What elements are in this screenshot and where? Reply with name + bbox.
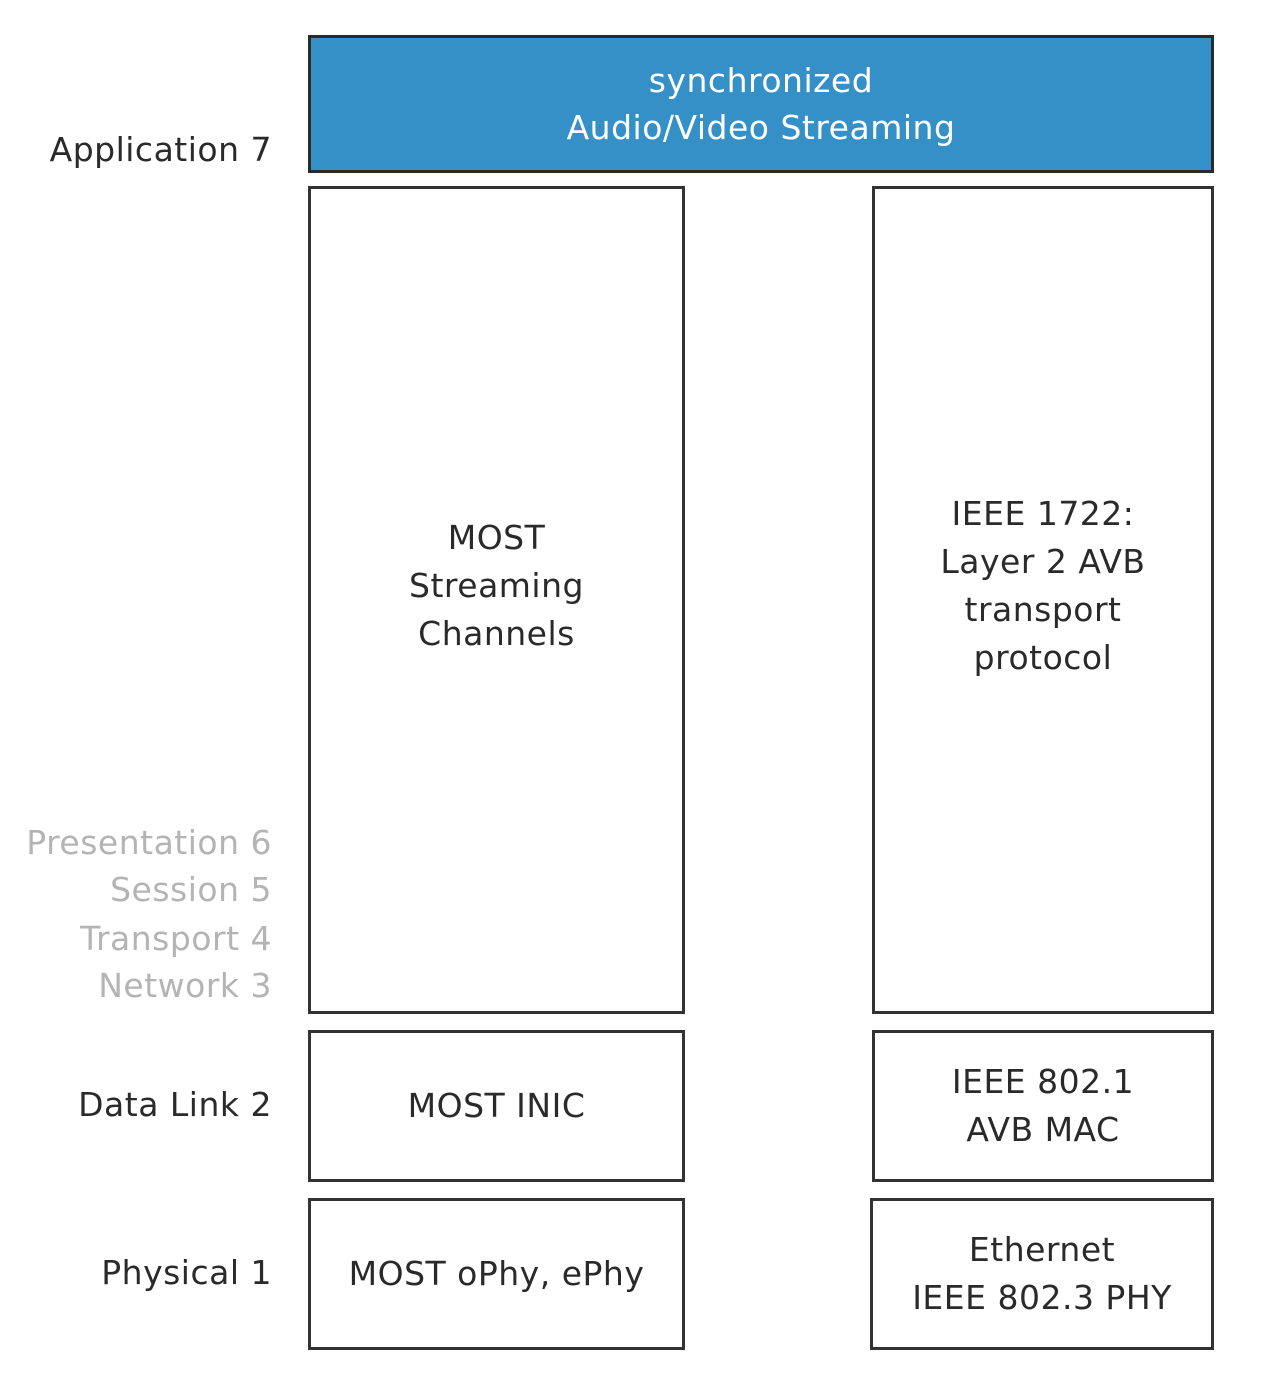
layer-label-session: Session 5 bbox=[110, 870, 272, 909]
ieee-1722-box: IEEE 1722: Layer 2 AVB transport protoco… bbox=[872, 186, 1214, 1014]
layer-label-data-link: Data Link 2 bbox=[78, 1085, 272, 1124]
layer-label-network: Network 3 bbox=[98, 966, 272, 1005]
most-phy-text: MOST oPhy, ePhy bbox=[348, 1254, 645, 1293]
layer-label-physical: Physical 1 bbox=[101, 1253, 272, 1292]
layer-label-application: Application 7 bbox=[49, 130, 272, 169]
layer-label-presentation: Presentation 6 bbox=[26, 823, 272, 862]
most-streaming-channels-box: MOST Streaming Channels bbox=[308, 186, 685, 1014]
ethernet-phy-box: Ethernet IEEE 802.3 PHY bbox=[870, 1198, 1214, 1350]
most-inic-text: MOST INIC bbox=[407, 1086, 586, 1125]
ieee-8021-avb-mac-text: IEEE 802.1 AVB MAC bbox=[951, 1062, 1135, 1149]
application-box-text: synchronized Audio/Video Streaming bbox=[566, 61, 956, 147]
ethernet-phy-text: Ethernet IEEE 802.3 PHY bbox=[912, 1230, 1172, 1317]
ieee-8021-avb-mac-box: IEEE 802.1 AVB MAC bbox=[872, 1030, 1214, 1182]
most-inic-box: MOST INIC bbox=[308, 1030, 685, 1182]
ieee-1722-text: IEEE 1722: Layer 2 AVB transport protoco… bbox=[940, 494, 1146, 677]
layer-label-transport: Transport 4 bbox=[80, 919, 272, 958]
most-phy-box: MOST oPhy, ePhy bbox=[308, 1198, 685, 1350]
most-streaming-channels-text: MOST Streaming Channels bbox=[409, 518, 584, 653]
application-box: synchronized Audio/Video Streaming bbox=[308, 35, 1214, 173]
